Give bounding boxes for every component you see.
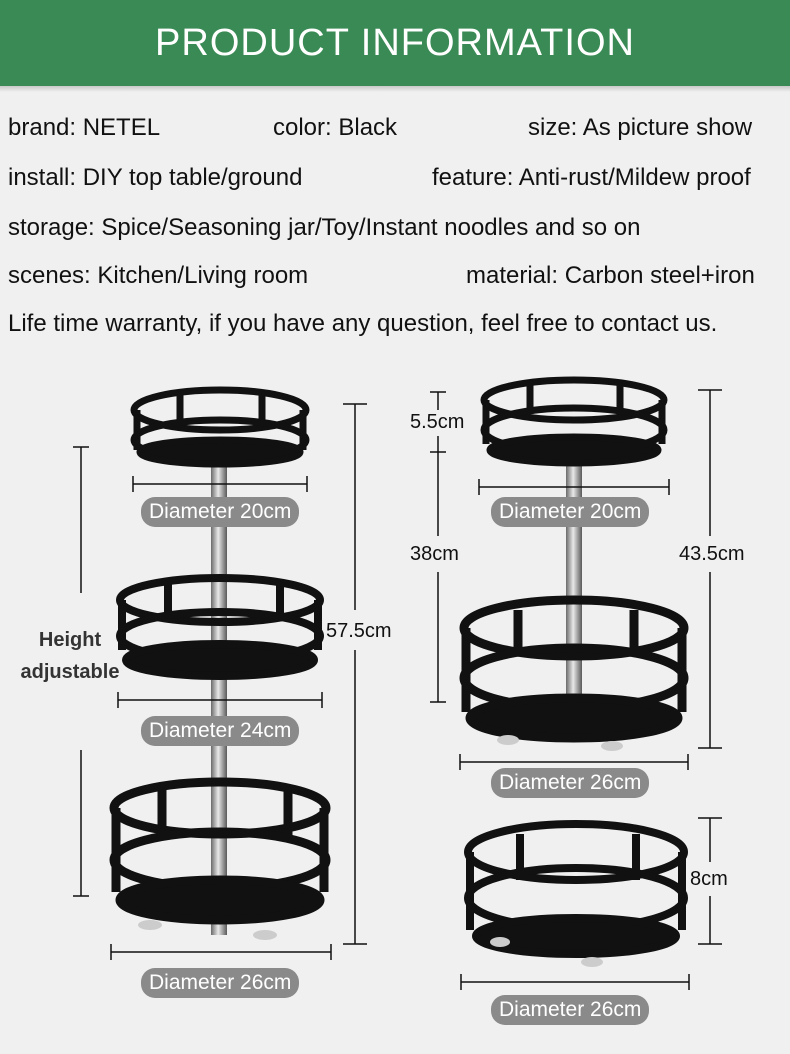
spec-brand: brand: NETEL	[8, 114, 161, 141]
bottom-basket	[459, 595, 689, 743]
header-banner: PRODUCT INFORMATION	[0, 0, 790, 86]
right-bottom-diameter: Diameter 26cm	[491, 768, 650, 798]
note-line-1: Height	[38, 629, 102, 651]
middle-basket	[116, 574, 324, 680]
top-basket	[480, 376, 668, 467]
header-shadow	[0, 86, 790, 92]
spec-material: material: Carbon steel+iron	[466, 262, 755, 289]
spec-storage: storage: Spice/Seasoning jar/Toy/Instant…	[8, 214, 641, 241]
right-top-diameter: Diameter 20cm	[491, 497, 650, 527]
dimension-lines-left	[73, 403, 367, 960]
right-rim-height-label: 5.5cm	[410, 411, 465, 433]
left-bottom-diameter: Diameter 26cm	[141, 968, 300, 998]
basket-height-label: 8cm	[690, 868, 728, 890]
bottom-basket	[109, 777, 331, 925]
right-total-height-label: 43.5cm	[679, 543, 745, 565]
spec-warranty: Life time warranty, if you have any ques…	[8, 310, 718, 337]
left-height-label: 57.5cm	[326, 620, 392, 642]
note-line-2: adjustable	[20, 661, 120, 683]
basket-diameter: Diameter 26cm	[491, 995, 650, 1025]
two-tier-rack	[430, 376, 722, 770]
spec-size: size: As picture show	[528, 114, 753, 141]
dimension-lines-basket	[460, 817, 722, 990]
single-basket	[460, 817, 722, 990]
top-basket	[130, 386, 310, 468]
page-title: PRODUCT INFORMATION	[155, 21, 635, 64]
left-mid-diameter: Diameter 24cm	[141, 716, 300, 746]
three-tier-rack	[73, 386, 367, 960]
left-top-diameter: Diameter 20cm	[141, 497, 300, 527]
spec-feature: feature: Anti-rust/Mildew proof	[432, 164, 751, 191]
spec-install: install: DIY top table/ground	[8, 164, 303, 191]
spec-scenes: scenes: Kitchen/Living room	[8, 262, 309, 289]
dimension-lines-right	[430, 389, 722, 770]
rack-pole	[566, 455, 582, 705]
right-pole-height-label: 38cm	[410, 543, 459, 565]
spec-color: color: Black	[273, 114, 398, 141]
height-adjustable-note: Height adjustable	[14, 624, 126, 688]
rack-pole	[211, 455, 227, 935]
